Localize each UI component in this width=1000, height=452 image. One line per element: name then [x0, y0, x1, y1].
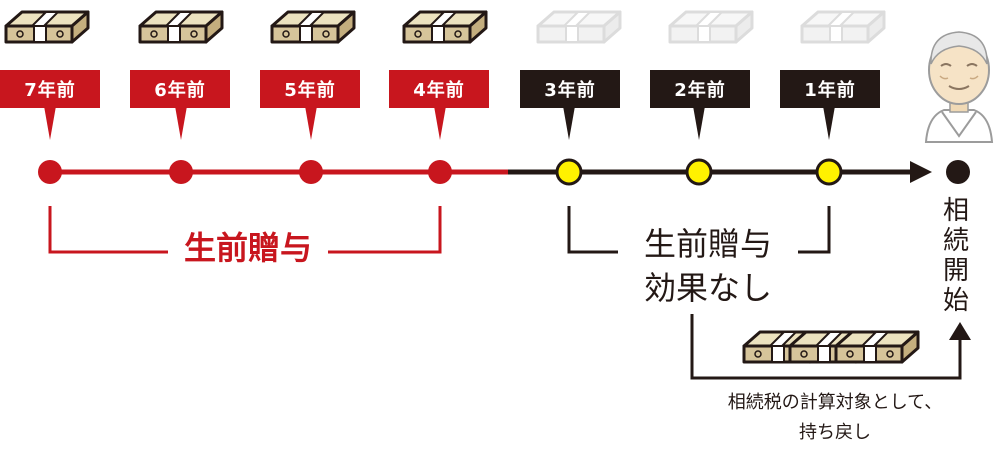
year-marker [555, 158, 583, 186]
gift-no-effect-line2: 効果なし [643, 269, 772, 307]
year-tag-pointer [434, 106, 446, 140]
arrow-head-icon [949, 322, 971, 340]
year-tag-pointer [305, 106, 317, 140]
year-marker [38, 160, 62, 184]
elderly-person-icon [924, 31, 994, 143]
year-tag-7: 7年前 [0, 70, 100, 108]
year-tag-5: 5年前 [260, 70, 360, 108]
arrow-head-icon [910, 161, 932, 183]
year-tag-4: 4年前 [389, 70, 489, 108]
year-tag-3: 3年前 [520, 70, 620, 108]
year-marker [169, 160, 193, 184]
year-marker [428, 160, 452, 184]
year-tag-2: 2年前 [650, 70, 750, 108]
money-bundle-icon [834, 330, 920, 364]
inheritance-marker [946, 160, 970, 184]
year-tag-pointer [44, 106, 56, 140]
money-bundle-icon [138, 10, 224, 44]
gift-effective-label: 生前贈与 [168, 226, 328, 270]
year-tag-pointer [823, 106, 835, 140]
inheritance-start-char: 相 [942, 196, 969, 226]
add-back-note-line2: 持ち戻し [799, 422, 871, 443]
inheritance-start-label: 相 続 開 始 [936, 196, 976, 316]
add-back-route [690, 314, 962, 380]
year-marker [685, 158, 713, 186]
money-bundle-icon [402, 10, 488, 44]
gift-no-effect-label: 生前贈与 効果なし [618, 222, 798, 310]
year-tag-1: 1年前 [780, 70, 880, 108]
year-tag-pointer [563, 106, 575, 140]
money-bundle-faded-icon [668, 10, 754, 44]
inheritance-start-char: 続 [942, 226, 969, 256]
year-marker [299, 160, 323, 184]
money-bundle-icon [270, 10, 356, 44]
year-marker [815, 158, 843, 186]
gift-no-effect-line1: 生前贈与 [643, 225, 772, 263]
add-back-note-line1: 相続税の計算対象として、 [727, 392, 943, 413]
year-tag-6: 6年前 [130, 70, 230, 108]
year-tag-pointer [693, 106, 705, 140]
money-bundle-icon [4, 10, 90, 44]
inheritance-start-char: 開 [942, 256, 969, 286]
year-tag-pointer [175, 106, 187, 140]
add-back-note: 相続税の計算対象として、 持ち戻し [690, 388, 980, 448]
inheritance-start-char: 始 [942, 286, 969, 316]
money-bundle-faded-icon [800, 10, 886, 44]
money-bundle-faded-icon [536, 10, 622, 44]
